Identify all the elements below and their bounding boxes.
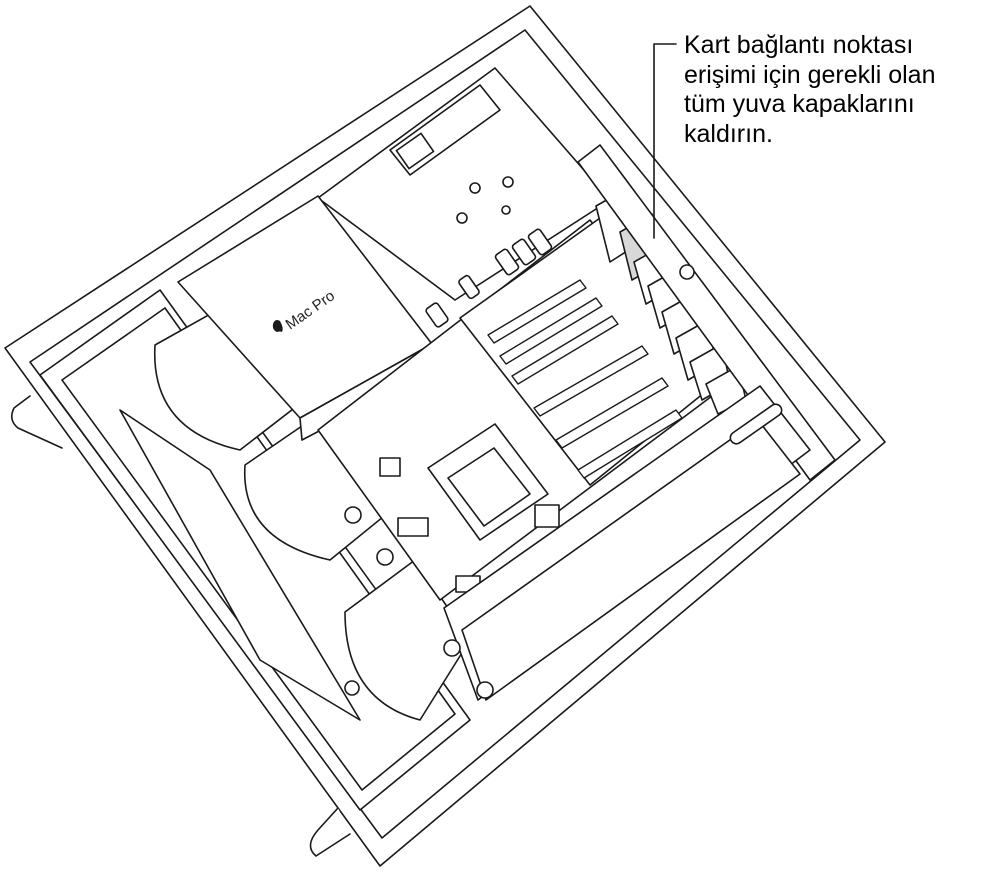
vent-slot (729, 403, 783, 445)
cpu-socket-inner (447, 447, 531, 527)
fan-lower (344, 559, 471, 721)
pcie-slot (577, 409, 683, 479)
callout-line: kaldırın. (684, 119, 773, 148)
pcie-slot (555, 377, 669, 449)
pcie-slot (511, 315, 619, 385)
screw (679, 264, 695, 280)
board-ports (425, 228, 553, 328)
callout-leader-line (653, 43, 677, 239)
apple-logo-icon (272, 320, 283, 332)
pcie-slots (487, 279, 683, 479)
callout-line: Kart bağlantı noktası (684, 31, 914, 59)
pcie-slot (487, 279, 587, 344)
callout-text: Kart bağlantı noktası erişimi için gerek… (684, 31, 984, 149)
right-rail (577, 144, 836, 481)
callout-line: erişimi için gerekli olan (684, 60, 936, 89)
handle-left (10, 395, 63, 449)
divider-screws (344, 506, 494, 699)
fan-frame-strip (119, 409, 361, 721)
rear-port-block (395, 132, 435, 170)
callout-line: tüm yuva kapaklarını (684, 90, 915, 118)
pcie-slot (533, 345, 649, 417)
handle-bottom (309, 807, 351, 857)
mpx-bay-lower-inner (461, 419, 801, 701)
pcie-slot (499, 297, 603, 365)
standoffs (456, 176, 514, 224)
